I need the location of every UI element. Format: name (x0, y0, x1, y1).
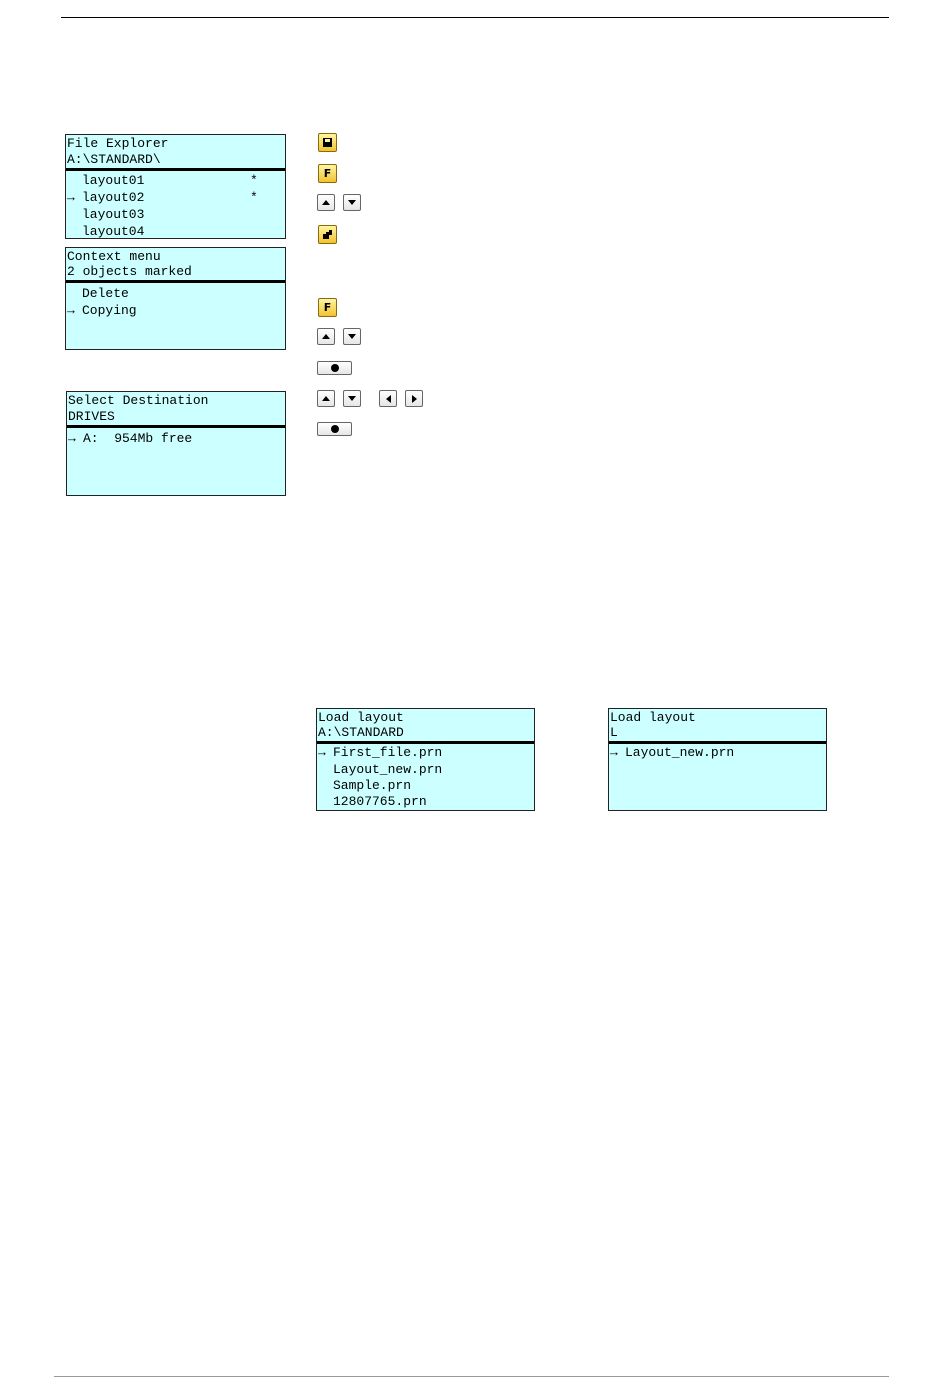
list-item[interactable]: Layout_new.prn (318, 762, 534, 778)
f-key-icon: F (323, 167, 332, 180)
function-key[interactable]: F (318, 298, 337, 317)
file-name: Layout_new.prn (333, 762, 443, 777)
lcd-title: Select Destination (68, 393, 209, 408)
lcd-title: File Explorer (67, 136, 169, 151)
lcd-separator (317, 741, 534, 744)
lcd-select-destination: Select Destination DRIVES → A: 954Mb fre… (66, 391, 286, 496)
header-rule (61, 17, 889, 18)
mark-key[interactable] (318, 225, 337, 244)
lcd-load-layout-standard: Load layout A:\STANDARD → First_file.prn… (316, 708, 535, 811)
file-name: First_file.prn (333, 745, 443, 760)
drive-label: A: 954Mb free (83, 431, 193, 446)
lcd-title: Load layout (318, 710, 404, 725)
lcd-separator (66, 280, 285, 283)
enter-dot-icon (330, 425, 339, 433)
arrow-right-icon (411, 394, 417, 403)
file-name: layout03 (82, 207, 145, 222)
arrow-up-icon (322, 200, 330, 205)
file-name: Sample.prn (333, 778, 412, 793)
lcd-subtitle: 2 objects marked (67, 264, 192, 279)
lcd-file-explorer: File Explorer A:\STANDARD\ layout01 * → … (65, 134, 286, 239)
enter-key[interactable] (317, 422, 352, 436)
lcd-separator (66, 168, 285, 171)
up-key[interactable] (317, 328, 335, 345)
list-item[interactable]: Sample.prn (318, 778, 534, 794)
mark-indicator: * (250, 190, 258, 205)
arrow-left-icon (385, 394, 391, 403)
enter-key[interactable] (317, 361, 352, 375)
lcd-load-layout-l: Load layout L → Layout_new.prn (608, 708, 827, 811)
pointer-arrow-icon: → (67, 303, 75, 318)
file-name: layout01 (82, 173, 145, 188)
list-item[interactable]: → A: 954Mb free (68, 431, 285, 447)
lcd-context-menu: Context menu 2 objects marked Delete → C… (65, 247, 286, 350)
down-key[interactable] (343, 328, 361, 345)
right-key[interactable] (405, 390, 423, 407)
lcd-path: A:\STANDARD (318, 725, 404, 740)
list-item[interactable]: → Layout_new.prn (610, 745, 826, 761)
arrow-down-icon (348, 334, 356, 339)
pointer-arrow-icon: → (610, 745, 618, 760)
lcd-separator (67, 425, 285, 428)
footer-rule (54, 1376, 889, 1377)
file-name: layout04 (82, 224, 145, 239)
list-item[interactable]: → layout02 * (67, 190, 285, 206)
enter-dot-icon (330, 364, 339, 372)
menu-item-copying[interactable]: → Copying (67, 303, 285, 319)
list-item[interactable]: layout03 (67, 207, 285, 223)
f-key-icon: F (323, 301, 332, 314)
list-item[interactable]: 12807765.prn (318, 794, 534, 810)
arrow-up-icon (322, 396, 330, 401)
lcd-separator (609, 741, 826, 744)
list-item[interactable]: → First_file.prn (318, 745, 534, 761)
save-key[interactable] (318, 133, 337, 152)
menu-item-delete[interactable]: Delete (67, 286, 285, 302)
down-key[interactable] (343, 194, 361, 211)
mark-indicator: * (250, 173, 258, 188)
lcd-path: A:\STANDARD\ (67, 152, 161, 167)
pointer-arrow-icon: → (67, 190, 75, 205)
list-item[interactable]: layout01 * (67, 173, 285, 189)
left-key[interactable] (379, 390, 397, 407)
lcd-subtitle: DRIVES (68, 409, 115, 424)
menu-item-label: Delete (82, 286, 129, 301)
mark-icon (323, 230, 332, 239)
file-name: layout02 (82, 190, 145, 205)
function-key[interactable]: F (318, 164, 337, 183)
up-key[interactable] (317, 390, 335, 407)
list-item[interactable]: layout04 (67, 224, 285, 239)
lcd-path: L (610, 725, 618, 740)
save-icon (323, 138, 332, 147)
arrow-up-icon (322, 334, 330, 339)
arrow-down-icon (348, 200, 356, 205)
pointer-arrow-icon: → (318, 745, 326, 760)
lcd-title: Context menu (67, 249, 161, 264)
file-name: 12807765.prn (333, 794, 427, 809)
arrow-down-icon (348, 396, 356, 401)
up-key[interactable] (317, 194, 335, 211)
lcd-title: Load layout (610, 710, 696, 725)
pointer-arrow-icon: → (68, 431, 76, 446)
menu-item-label: Copying (82, 303, 137, 318)
file-name: Layout_new.prn (625, 745, 735, 760)
down-key[interactable] (343, 390, 361, 407)
